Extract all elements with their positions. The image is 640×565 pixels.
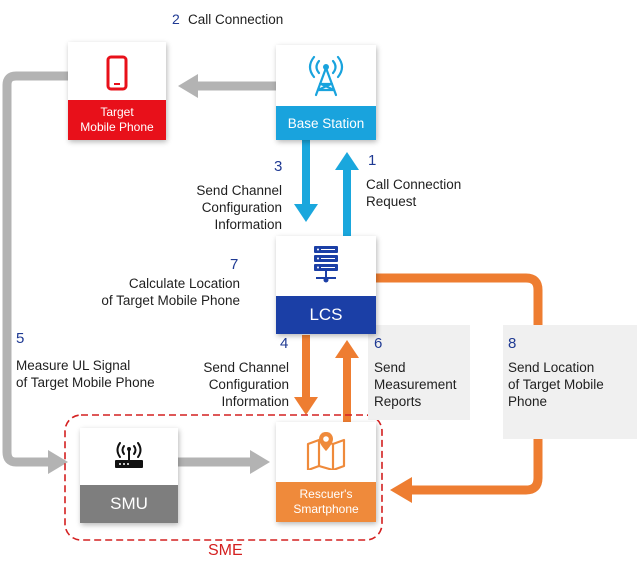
step-7-number: 7 [230,256,239,273]
step-3-text: Send Channel Configuration Information [196,183,282,232]
step-1-number: 1 [368,152,377,169]
arrow-rescuer-to-lcs-head [335,340,359,358]
server-icon [314,246,338,283]
step-5-text: Measure UL Signal of Target Mobile Phone [16,358,155,390]
arrow-target-to-smu-head [48,450,68,474]
sme-group-label: SME [208,542,243,559]
smu-node: SMU [80,428,178,523]
step-8-panel [503,325,637,439]
arrow-base-to-target-head [178,74,198,98]
base-station-node: Base Station [276,45,376,140]
step-5-number: 5 [16,330,25,347]
step-8-text: Send Location of Target Mobile Phone [508,360,604,409]
base-station-label: Base Station [276,106,376,140]
lcs-label: LCS [276,296,376,334]
target-mobile-phone-label: Target Mobile Phone [68,100,166,140]
step-3-number: 3 [274,158,283,175]
lcs-node: LCS [276,236,376,334]
wireless-router-icon [115,442,143,468]
rescuer-smartphone-node: Rescuer's Smartphone [276,422,376,522]
rescuer-smartphone-label: Rescuer's Smartphone [276,482,376,522]
arrow-target-to-smu [2,71,70,467]
arrow-lcs-to-base-head [335,152,359,170]
step-6-text: Send Measurement Reports [374,360,457,409]
map-pin-icon [306,432,346,470]
arrow-smu-to-rescuer-head [250,450,270,474]
sme-group-border [64,414,383,541]
arrow-lcs-to-rescuer-head [294,397,318,415]
step-2-number: 2 [172,11,180,27]
mobile-phone-icon [106,55,128,91]
step-7-text: Calculate Location of Target Mobile Phon… [101,276,240,308]
step-4-text: Send Channel Configuration Information [203,360,289,409]
target-mobile-phone-node: Target Mobile Phone [68,42,166,140]
step-2-text: Call Connection [188,12,284,27]
arrow-lcs-to-rescuer-location-head [390,477,412,503]
step-1-text: Call Connection Request [366,177,462,209]
step-6-number: 6 [374,335,383,352]
arrow-base-to-lcs-head [294,204,318,222]
step-6-panel [368,325,470,420]
smu-label: SMU [80,485,178,523]
cell-tower-icon [308,55,344,97]
step-8-number: 8 [508,335,517,352]
step-4-number: 4 [280,335,289,352]
